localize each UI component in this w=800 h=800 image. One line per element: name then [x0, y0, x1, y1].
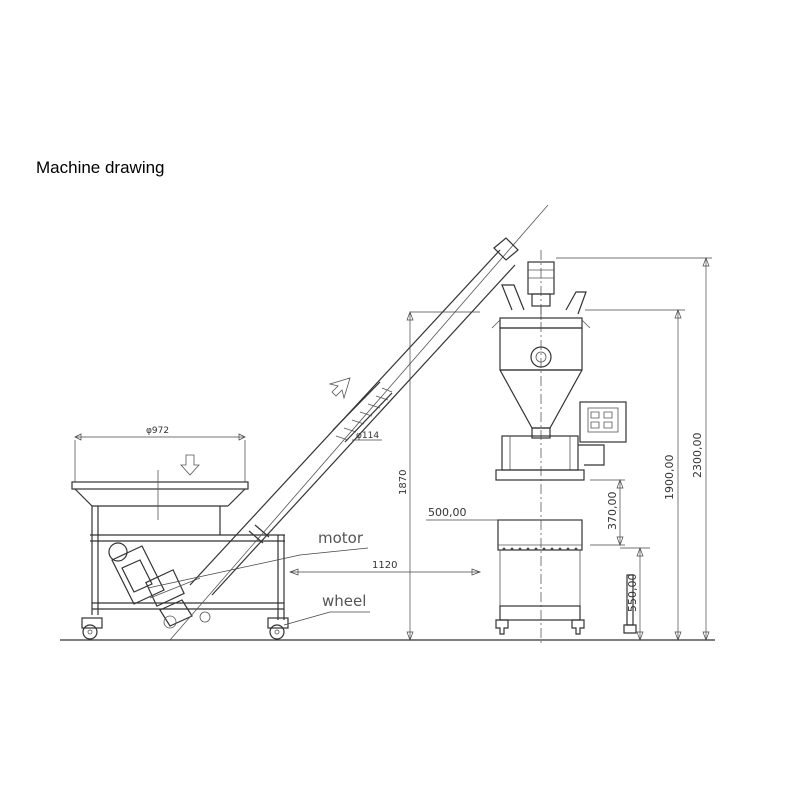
dim-height-370: 370,00: [590, 479, 625, 546]
motor-callout: motor: [147, 529, 369, 589]
dim-screw-diameter-text: φ114: [356, 431, 379, 441]
dim-height-550: 550,00: [620, 547, 650, 641]
filling-machine: [491, 250, 627, 645]
dim-width-500-text: 500,00: [428, 506, 467, 519]
dim-height-feed-text: 1870: [398, 470, 409, 495]
wheel-right: [267, 617, 289, 640]
screw-conveyor: [169, 204, 549, 641]
feed-down-arrow-icon: [180, 454, 200, 476]
motor-label: motor: [318, 529, 364, 547]
dim-height-2300: 2300,00: [556, 257, 712, 641]
hopper: [71, 440, 249, 520]
dim-length-1120-text: 1120: [372, 560, 397, 571]
dim-hopper-diameter-text: φ972: [146, 426, 169, 436]
dim-height-1900: 1900,00: [585, 309, 685, 641]
wheel-label: wheel: [322, 592, 366, 610]
dim-height-550-text: 550,00: [626, 574, 639, 613]
support-post: [623, 574, 637, 634]
dim-height-feed: 1870: [398, 311, 480, 641]
wheel-callout: wheel: [283, 592, 370, 626]
wheel-left: [81, 617, 103, 640]
page-title: Machine drawing: [36, 158, 165, 177]
conveying-direction-arrow-icon: [328, 377, 351, 400]
frame: [90, 506, 285, 620]
dim-width-500: 500,00: [426, 506, 580, 521]
dim-length-1120: 1120: [289, 560, 481, 576]
dim-height-1900-text: 1900,00: [663, 455, 676, 501]
dim-height-2300-text: 2300,00: [691, 433, 704, 479]
perforated-ring: [502, 547, 578, 551]
dim-hopper-diameter: φ972: [74, 426, 246, 441]
dim-screw-diameter: φ114: [352, 431, 382, 441]
dim-height-370-text: 370,00: [606, 492, 619, 531]
motor-assembly: [108, 542, 211, 629]
